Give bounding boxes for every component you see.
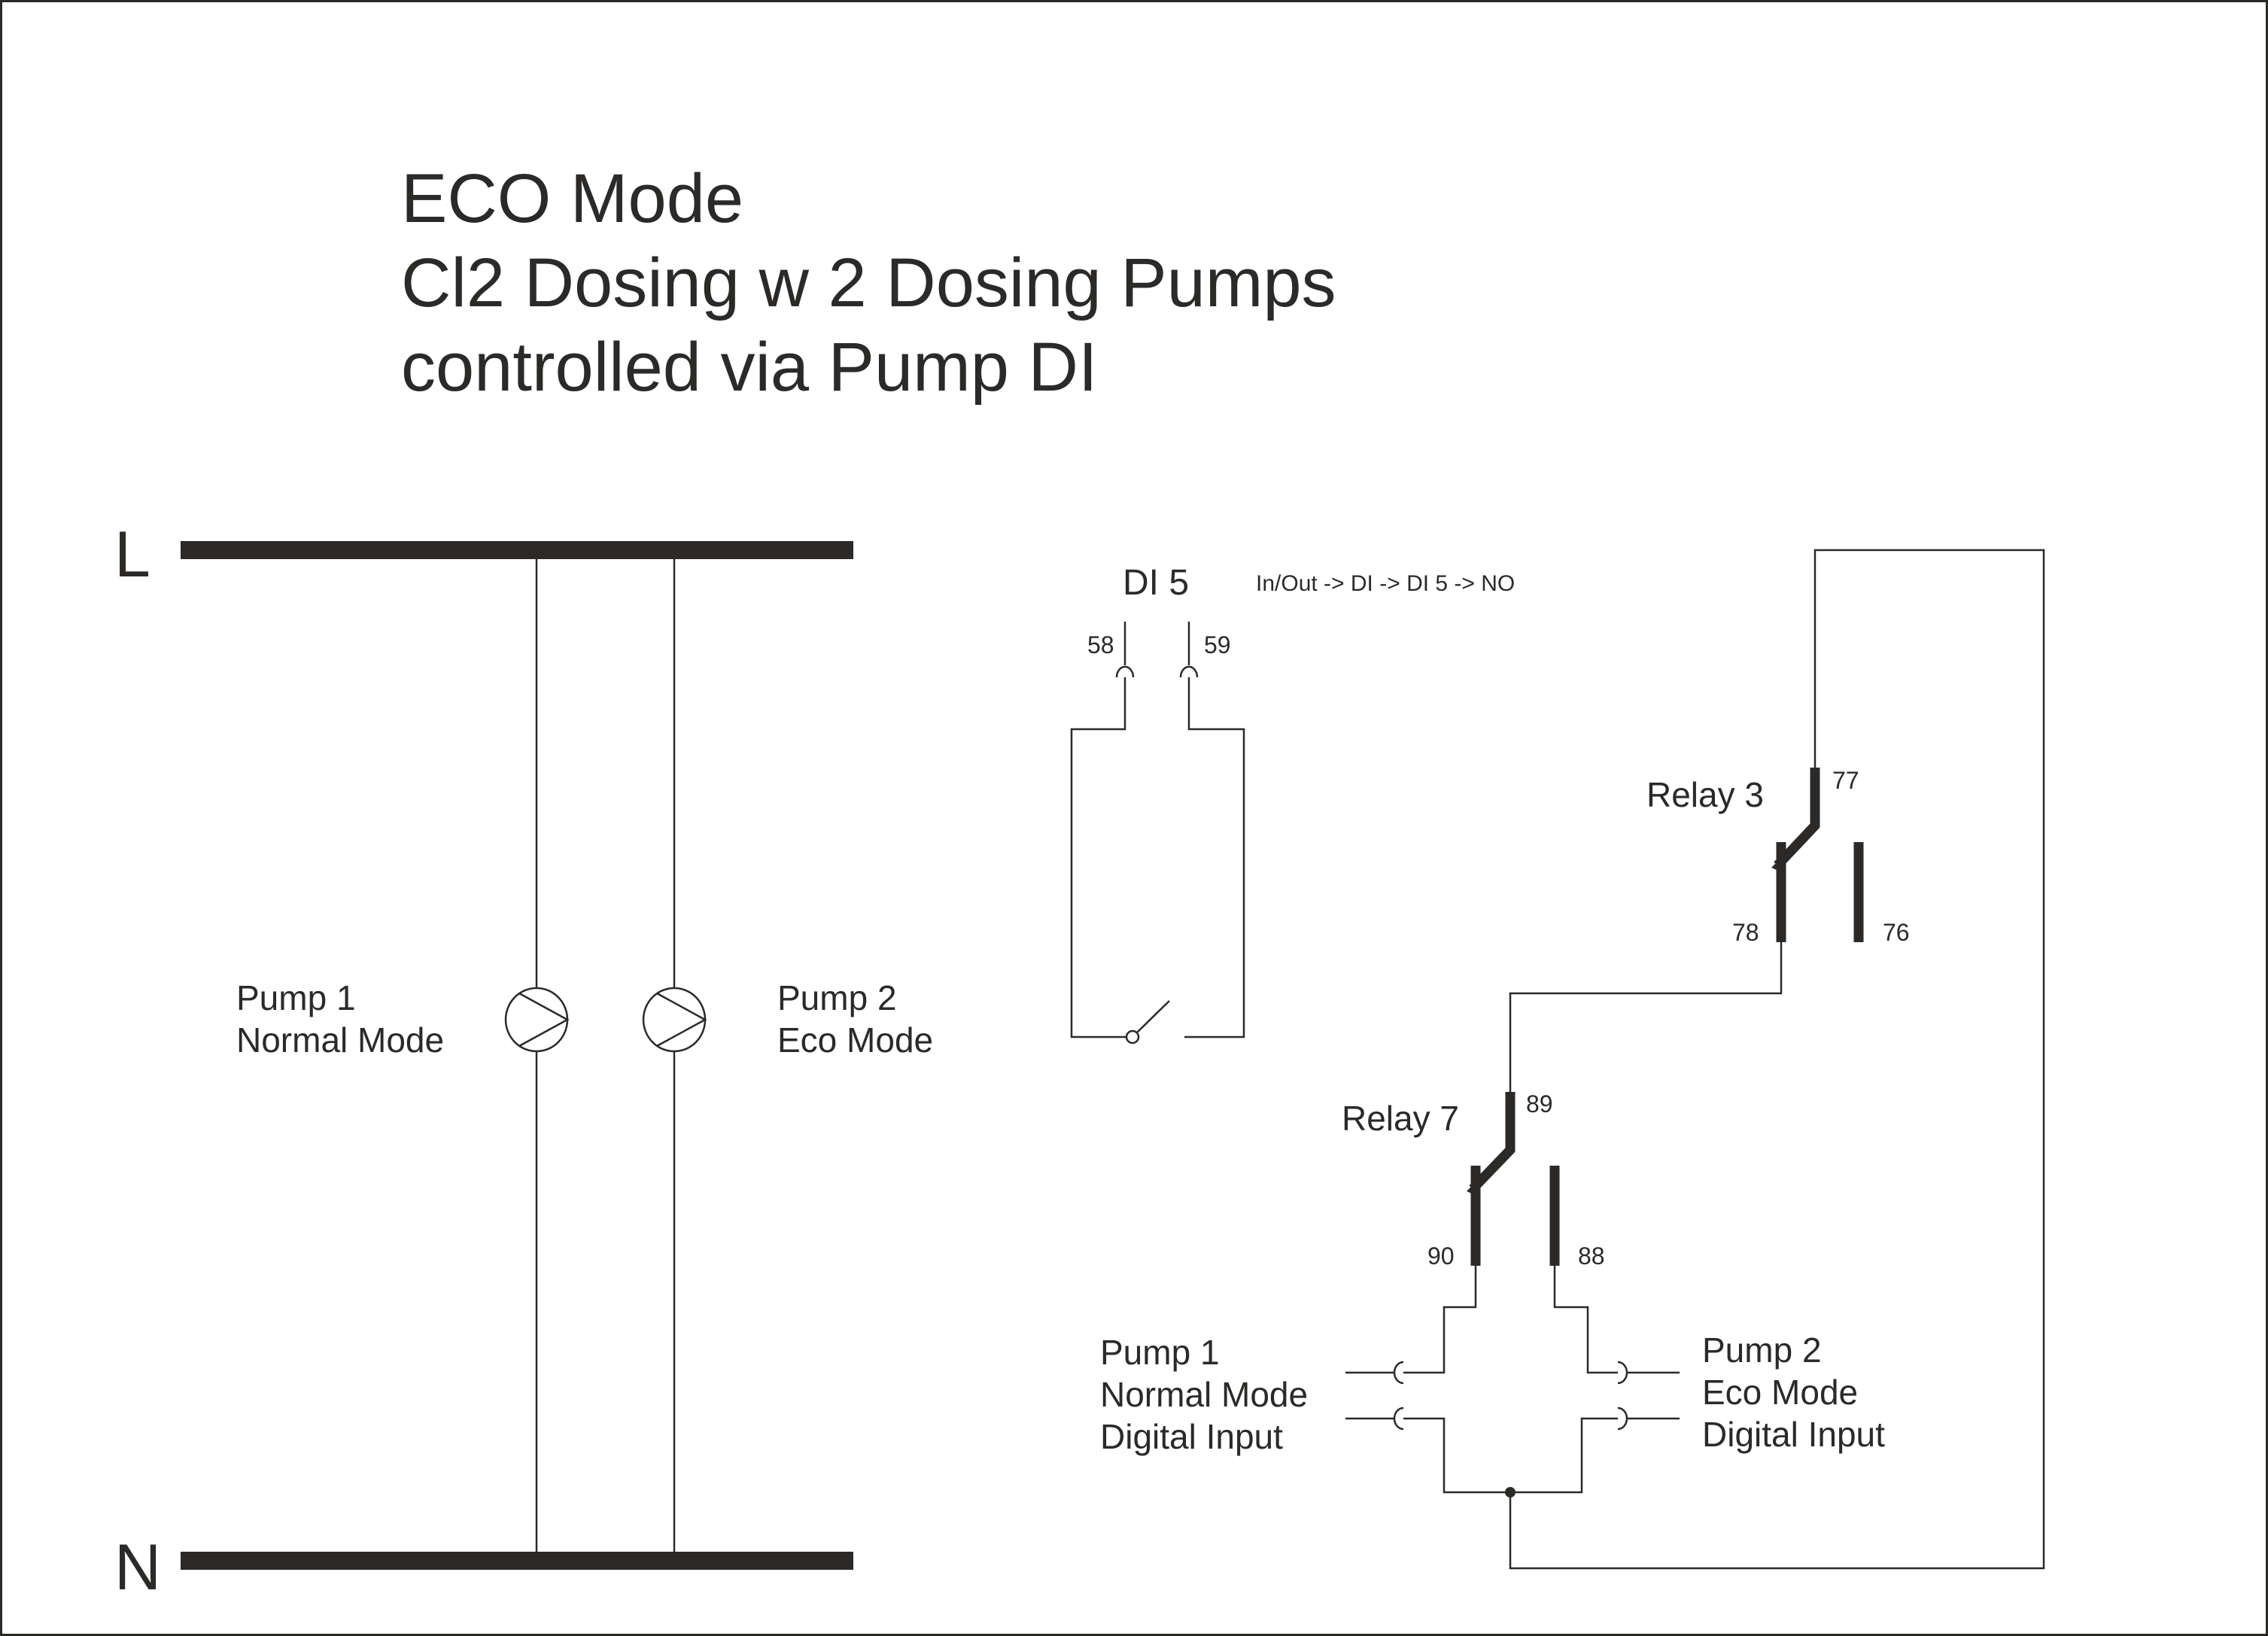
power-buses: L N bbox=[114, 518, 853, 1604]
pump-2-mode: Eco Mode bbox=[777, 1020, 933, 1060]
bus-label-l: L bbox=[114, 518, 150, 591]
terminal-58: 58 bbox=[1087, 631, 1114, 658]
title-line-3: controlled via Pump DI bbox=[401, 329, 1098, 406]
pump-icon bbox=[504, 987, 570, 1053]
wire bbox=[1184, 677, 1245, 1038]
relay-contact-icon bbox=[1771, 768, 1864, 942]
relay-7-no: 88 bbox=[1578, 1242, 1605, 1270]
title-block: ECO Mode Cl2 Dosing w 2 Dosing Pumps con… bbox=[401, 160, 1336, 406]
relay-7: Relay 7 89 90 88 bbox=[1342, 1090, 1605, 1270]
relay-3-common: 77 bbox=[1832, 767, 1859, 794]
pump-branch-2: Pump 2 Eco Mode bbox=[642, 559, 933, 1552]
pump-input-1-line3: Digital Input bbox=[1100, 1417, 1283, 1456]
terminal-connector-icon bbox=[1617, 1361, 1628, 1385]
pump-icon bbox=[642, 987, 707, 1053]
bus-label-n: N bbox=[114, 1531, 161, 1604]
wire bbox=[1553, 1266, 1618, 1374]
relay-3: Relay 3 77 78 76 bbox=[1509, 767, 1910, 1092]
pump-input-2-line2: Eco Mode bbox=[1702, 1373, 1858, 1412]
pump-input-2-line3: Digital Input bbox=[1702, 1415, 1885, 1454]
loop-wire bbox=[1509, 549, 2045, 1570]
terminal-59: 59 bbox=[1204, 631, 1231, 658]
terminal-connector-icon bbox=[1393, 1361, 1404, 1385]
pump-input-1-line2: Normal Mode bbox=[1100, 1375, 1308, 1414]
terminal-connector-icon bbox=[1115, 665, 1135, 678]
pump-1-name: Pump 1 bbox=[236, 978, 356, 1017]
wire bbox=[1070, 677, 1126, 1038]
terminal-connector-icon bbox=[1179, 665, 1199, 678]
title-line-1: ECO Mode bbox=[401, 160, 743, 237]
relay-7-common: 89 bbox=[1526, 1090, 1553, 1118]
wire bbox=[1509, 942, 1783, 1092]
relay-3-label: Relay 3 bbox=[1646, 775, 1764, 814]
pump-inputs: Pump 1 Normal Mode Digital Input Pump 2 … bbox=[1100, 1266, 1885, 1498]
di-label: DI 5 bbox=[1123, 563, 1189, 603]
terminal-connector-icon bbox=[1393, 1406, 1404, 1431]
pump-1-mode: Normal Mode bbox=[236, 1020, 444, 1060]
relay-3-no: 76 bbox=[1883, 919, 1910, 946]
pump-input-1-line1: Pump 1 bbox=[1100, 1333, 1220, 1372]
title-line-2: Cl2 Dosing w 2 Dosing Pumps bbox=[401, 245, 1336, 321]
relay-contact-icon bbox=[1467, 1092, 1560, 1266]
pump-input-2-line1: Pump 2 bbox=[1702, 1330, 1822, 1370]
switch-no-icon bbox=[1125, 1000, 1170, 1045]
relay-3-nc: 78 bbox=[1732, 919, 1759, 946]
pump-branch-1: Pump 1 Normal Mode bbox=[236, 559, 570, 1552]
wire bbox=[1403, 1266, 1477, 1374]
di-config-path: In/Out -> DI -> DI 5 -> NO bbox=[1256, 571, 1515, 596]
relay-7-nc: 90 bbox=[1427, 1242, 1455, 1270]
digital-input-di5: DI 5 In/Out -> DI -> DI 5 -> NO 58 59 bbox=[1070, 563, 1515, 1045]
junction-dot bbox=[1505, 1487, 1516, 1498]
terminal-connector-icon bbox=[1617, 1406, 1628, 1431]
wire bbox=[1403, 1417, 1618, 1494]
pump-2-name: Pump 2 bbox=[777, 978, 897, 1017]
relay-7-label: Relay 7 bbox=[1342, 1099, 1459, 1138]
